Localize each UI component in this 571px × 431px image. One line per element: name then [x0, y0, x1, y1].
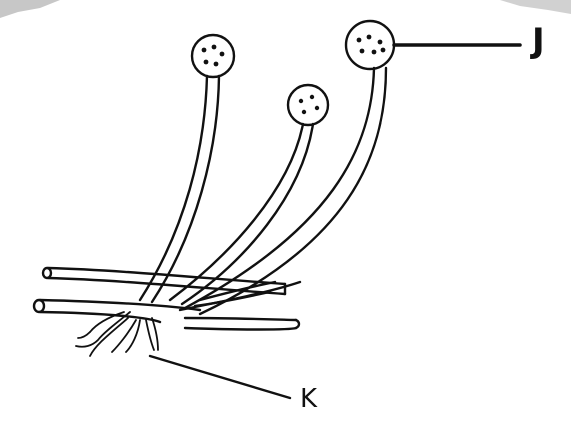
sporangium-1 — [192, 35, 234, 77]
sporangium-2 — [288, 85, 328, 125]
label-k: K — [300, 386, 317, 412]
sporangium-3 — [346, 21, 394, 69]
scan-smudges — [0, 0, 571, 18]
sporangiophores — [140, 68, 386, 314]
label-j: J — [532, 24, 545, 58]
pointer-line-k — [150, 356, 290, 398]
